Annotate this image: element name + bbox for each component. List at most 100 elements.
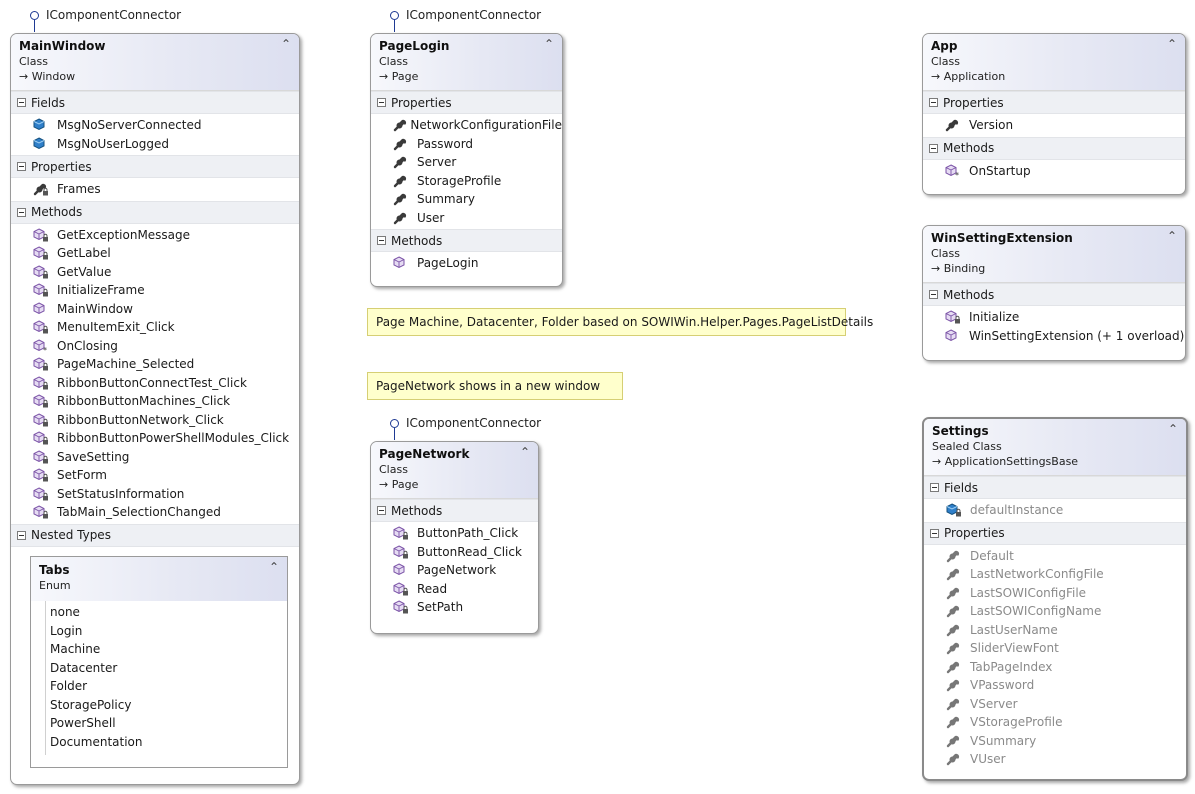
collapse-chevron-icon[interactable]: ⌃ bbox=[1166, 229, 1177, 243]
property-item[interactable]: LastSOWIConfigFile bbox=[924, 584, 1186, 603]
method-item[interactable]: PageNetwork bbox=[371, 561, 538, 580]
section-fields[interactable]: Fields bbox=[11, 91, 299, 114]
section-properties[interactable]: Properties bbox=[924, 521, 1186, 545]
enum-value[interactable]: PowerShell bbox=[50, 716, 116, 730]
property-item[interactable]: VPassword bbox=[924, 676, 1186, 695]
property-item[interactable]: Version bbox=[923, 116, 1185, 135]
field-item[interactable]: defaultInstance bbox=[924, 501, 1186, 520]
property-item[interactable]: Password bbox=[371, 135, 562, 154]
enum-value[interactable]: none bbox=[50, 605, 80, 619]
method-item[interactable]: GetLabel bbox=[11, 244, 299, 263]
method-item[interactable]: SetPath bbox=[371, 598, 538, 617]
collapse-chevron-icon[interactable]: ⌃ bbox=[543, 37, 554, 51]
class-box-winsettingextension[interactable]: WinSettingExtension Class → Binding ⌃ Me… bbox=[922, 225, 1186, 361]
section-properties[interactable]: Properties bbox=[371, 91, 562, 114]
section-nested-types[interactable]: Nested Types bbox=[11, 523, 299, 547]
property-item[interactable]: SliderViewFont bbox=[924, 639, 1186, 658]
collapse-chevron-icon[interactable]: ⌃ bbox=[1167, 422, 1178, 436]
method-name: OnStartup bbox=[969, 163, 1031, 178]
enum-value[interactable]: StoragePolicy bbox=[50, 697, 132, 712]
enum-value[interactable]: Folder bbox=[50, 679, 88, 693]
section-methods[interactable]: Methods bbox=[371, 229, 562, 252]
collapse-chevron-icon[interactable]: ⌃ bbox=[1166, 37, 1177, 51]
property-item[interactable]: VUser bbox=[924, 750, 1186, 769]
property-item[interactable]: VStorageProfile bbox=[924, 713, 1186, 732]
collapse-minus-icon[interactable] bbox=[17, 530, 26, 540]
enum-value[interactable]: Login bbox=[50, 623, 83, 638]
method-item[interactable]: SaveSetting bbox=[11, 448, 299, 467]
collapse-minus-icon[interactable] bbox=[929, 98, 938, 107]
field-item[interactable]: MsgNoServerConnected bbox=[11, 116, 299, 135]
class-box-pagelogin[interactable]: PageLogin Class → Page ⌃ Properties Netw… bbox=[370, 33, 563, 287]
method-item[interactable]: SetStatusInformation bbox=[11, 485, 299, 504]
method-item[interactable]: ButtonPath_Click bbox=[371, 524, 538, 543]
enum-value[interactable]: Documentation bbox=[50, 734, 143, 749]
property-item[interactable]: Frames bbox=[11, 180, 299, 199]
note-page-network[interactable]: PageNetwork shows in a new window bbox=[367, 372, 623, 400]
section-methods[interactable]: Methods bbox=[11, 200, 299, 224]
property-item[interactable]: LastNetworkConfigFile bbox=[924, 565, 1186, 584]
method-item[interactable]: MainWindow bbox=[11, 300, 299, 319]
method-item[interactable]: PageLogin bbox=[371, 254, 562, 273]
section-methods[interactable]: Methods bbox=[923, 283, 1185, 306]
method-item[interactable]: RibbonButtonNetwork_Click bbox=[11, 411, 299, 430]
method-item[interactable]: RibbonButtonMachines_Click bbox=[11, 392, 299, 411]
method-item[interactable]: RibbonButtonConnectTest_Click bbox=[11, 374, 299, 393]
property-name: Password bbox=[417, 136, 474, 151]
class-box-pagenetwork[interactable]: PageNetwork Class → Page ⌃ Methods Butto… bbox=[370, 441, 539, 634]
property-item[interactable]: Summary bbox=[371, 190, 562, 209]
property-item[interactable]: LastUserName bbox=[924, 621, 1186, 640]
field-item[interactable]: MsgNoUserLogged bbox=[11, 135, 299, 154]
collapse-chevron-icon[interactable]: ⌃ bbox=[280, 37, 291, 51]
method-item[interactable]: Read bbox=[371, 580, 538, 599]
method-item[interactable]: GetValue bbox=[11, 263, 299, 282]
method-item[interactable]: ButtonRead_Click bbox=[371, 543, 538, 562]
property-item[interactable]: StorageProfile bbox=[371, 172, 562, 191]
collapse-minus-icon[interactable] bbox=[17, 98, 26, 107]
property-item[interactable]: VSummary bbox=[924, 732, 1186, 751]
collapse-minus-icon[interactable] bbox=[377, 236, 386, 245]
collapse-minus-icon[interactable] bbox=[930, 528, 939, 538]
property-item[interactable]: User bbox=[371, 209, 562, 228]
property-item[interactable]: NetworkConfigurationFile bbox=[371, 116, 562, 135]
method-item[interactable]: PageMachine_Selected bbox=[11, 355, 299, 374]
collapse-minus-icon[interactable] bbox=[930, 483, 939, 492]
collapse-minus-icon[interactable] bbox=[17, 207, 26, 217]
section-properties[interactable]: Properties bbox=[11, 155, 299, 178]
property-item[interactable]: VServer bbox=[924, 695, 1186, 714]
method-item[interactable]: GetExceptionMessage bbox=[11, 226, 299, 245]
collapse-minus-icon[interactable] bbox=[929, 143, 938, 153]
note-page-based[interactable]: Page Machine, Datacenter, Folder based o… bbox=[367, 308, 873, 336]
collapse-minus-icon[interactable] bbox=[929, 290, 938, 299]
method-item[interactable]: TabMain_SelectionChanged bbox=[11, 503, 299, 522]
method-item[interactable]: WinSettingExtension (+ 1 overload) bbox=[923, 327, 1185, 346]
method-item[interactable]: MenuItemExit_Click bbox=[11, 318, 299, 337]
method-item[interactable]: InitializeFrame bbox=[11, 281, 299, 300]
collapse-minus-icon[interactable] bbox=[377, 506, 386, 515]
section-methods[interactable]: Methods bbox=[371, 499, 538, 522]
property-item[interactable]: Default bbox=[924, 547, 1186, 566]
method-item[interactable]: *OnStartup bbox=[923, 162, 1185, 181]
method-item[interactable]: SetForm bbox=[11, 466, 299, 485]
property-item[interactable]: TabPageIndex bbox=[924, 658, 1186, 677]
method-item[interactable]: RibbonButtonPowerShellModules_Click bbox=[11, 429, 299, 448]
collapse-chevron-icon[interactable]: ⌃ bbox=[268, 560, 279, 574]
property-item[interactable]: LastSOWIConfigName bbox=[924, 602, 1186, 621]
class-box-settings[interactable]: Settings Sealed Class → ApplicationSetti… bbox=[922, 417, 1188, 781]
collapse-minus-icon[interactable] bbox=[377, 98, 386, 107]
property-item[interactable]: Server bbox=[371, 153, 562, 172]
collapse-chevron-icon[interactable]: ⌃ bbox=[519, 445, 530, 459]
section-fields[interactable]: Fields bbox=[924, 476, 1186, 499]
class-box-app[interactable]: App Class → Application ⌃ Properties Ver… bbox=[922, 33, 1186, 195]
enum-value[interactable]: Machine bbox=[50, 642, 101, 656]
collapse-minus-icon[interactable] bbox=[17, 162, 26, 171]
section-methods[interactable]: Methods bbox=[923, 136, 1185, 160]
method-item[interactable]: *OnClosing bbox=[11, 337, 299, 356]
class-base: → Window bbox=[19, 70, 76, 83]
section-properties[interactable]: Properties bbox=[923, 91, 1185, 114]
enum-value[interactable]: Datacenter bbox=[50, 660, 118, 675]
method-item[interactable]: Initialize bbox=[923, 308, 1185, 327]
